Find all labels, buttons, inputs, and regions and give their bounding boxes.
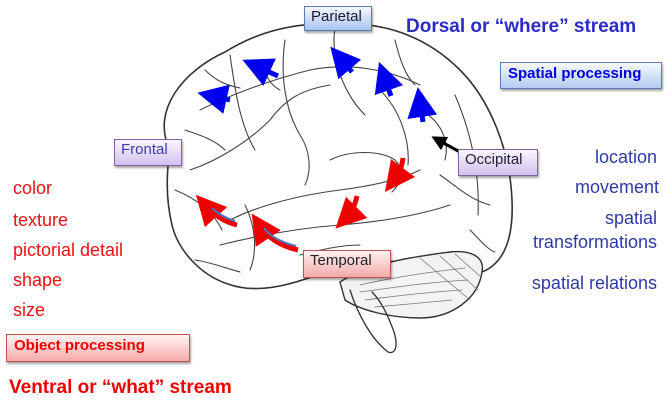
cerebellum-folia (359, 253, 483, 308)
dorsal-arrows (197, 46, 438, 123)
brain-gyri (174, 27, 496, 273)
dorsal-feature: spatial relations (531, 273, 657, 293)
dorsal-feature: movement (574, 177, 659, 197)
blue-arrow-icon (197, 84, 231, 114)
red-arrow-icon (385, 157, 415, 193)
red-arrow-icon (335, 195, 368, 229)
ventral-arrows (195, 157, 415, 253)
ventral-arrow-shadow (211, 207, 297, 247)
temporal-label: Temporal (303, 250, 391, 278)
black-arrow-icon (431, 136, 461, 154)
ventral-feature: shape (13, 270, 63, 290)
red-arrow-icon (251, 213, 299, 253)
dorsal-feature: spatial (604, 208, 657, 228)
dorsal-feature: location (594, 147, 657, 167)
dorsal-feature: transformations (532, 232, 657, 252)
blue-arrow-icon (242, 58, 280, 86)
ventral-feature: size (13, 300, 46, 320)
blue-arrow-icon (374, 61, 404, 97)
cerebrum-outline (163, 22, 513, 290)
ventral-feature: color (13, 178, 53, 198)
ventral-feature: pictorial detail (13, 240, 124, 260)
spatial-processing-box: Spatial processing (500, 62, 662, 89)
brain-stem (349, 289, 397, 354)
occipital-label: Occipital (458, 149, 538, 176)
ventral-feature: texture (13, 210, 69, 230)
red-arrow-icon (195, 194, 238, 228)
blue-arrow-icon (330, 46, 362, 80)
ventral-stream-title: Ventral or “what” stream (9, 377, 232, 398)
object-processing-box: Object processing (6, 334, 190, 362)
frontal-label: Frontal (114, 139, 182, 166)
parietal-label: Parietal (304, 6, 372, 31)
dorsal-stream-title: Dorsal or “where” stream (406, 16, 637, 37)
blue-arrow-icon (407, 87, 438, 123)
brain-illustration-icon (163, 22, 513, 354)
